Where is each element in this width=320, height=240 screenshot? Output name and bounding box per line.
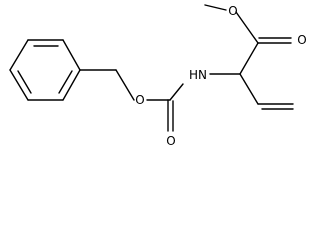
bond-alpha-vinyl	[239, 73, 259, 105]
benzene-ring	[9, 39, 81, 101]
bond-alpha-ester-c	[239, 42, 259, 75]
atom-ester-carbonyl-oxygen: O	[297, 33, 306, 47]
atom-carbamate-oxygen: O	[166, 134, 175, 148]
bond-ch2-o	[115, 69, 135, 101]
bond-carbonyl-nh	[169, 83, 184, 101]
atom-ester-oxygen: O	[228, 4, 237, 18]
bond-o-methyl	[204, 4, 227, 11]
atom-ether-oxygen: O	[135, 93, 144, 107]
bond-ester-c-o	[235, 11, 259, 44]
chemical-structure: O O HN O O	[9, 4, 307, 148]
atom-nh: HN	[189, 68, 207, 82]
